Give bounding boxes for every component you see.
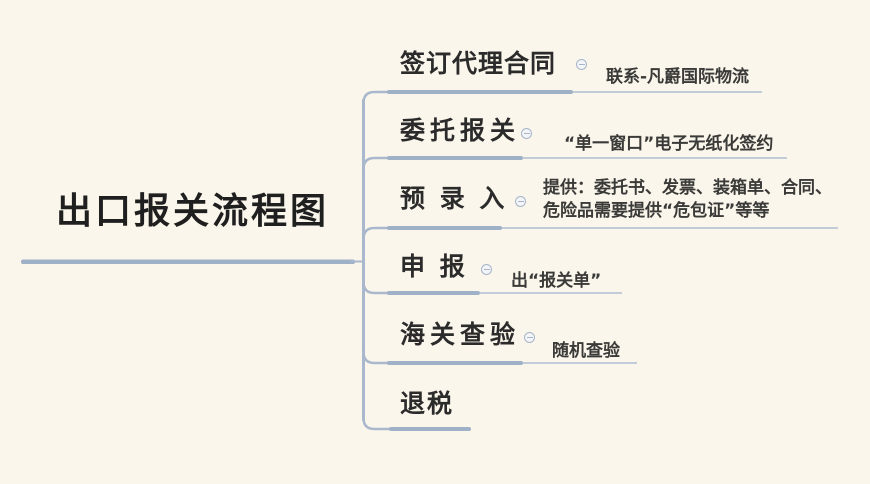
note-line: “单一窗口”电子无纸化签约	[564, 134, 774, 154]
elbow-branch-2	[362, 156, 390, 171]
branch-1-note-line	[573, 91, 762, 93]
branch-3-note-line	[502, 227, 838, 229]
collapse-minus-icon[interactable]	[521, 128, 532, 139]
branch-4-underline	[387, 291, 480, 295]
root-underline	[21, 259, 355, 264]
branch-topic-declare[interactable]: 申 报	[400, 252, 468, 281]
elbow-branch-3	[362, 226, 390, 241]
branch-2-underline	[387, 156, 523, 160]
elbow-branch-6	[362, 416, 392, 431]
branch-note[interactable]: “单一窗口”电子无纸化签约	[564, 133, 773, 156]
branch-3-underline	[387, 226, 502, 230]
collapse-minus-icon[interactable]	[576, 59, 587, 70]
note-line: 联系-凡爵国际物流	[606, 67, 750, 87]
branch-topic-tax-refund[interactable]: 退税	[400, 389, 455, 418]
collapse-minus-icon[interactable]	[524, 332, 535, 343]
branch-note[interactable]: 提供：委托书、发票、装箱单、合同、 危险品需要提供“危包证”等等	[543, 177, 832, 223]
branch-topic-sign-agency-contract[interactable]: 签订代理合同	[400, 49, 557, 78]
branch-topic-pre-entry[interactable]: 预 录 入	[400, 184, 508, 213]
branch-note[interactable]: 随机查验	[552, 340, 620, 363]
branch-5-underline	[387, 361, 523, 365]
branch-4-note-line	[480, 292, 622, 294]
branch-note[interactable]: 出“报关单”	[511, 270, 601, 293]
branch-topic-customs-inspection[interactable]: 海关查验	[400, 320, 521, 349]
branch-5-note-line	[523, 362, 637, 364]
collapse-minus-icon[interactable]	[481, 264, 492, 275]
branch-2-note-line	[523, 157, 787, 159]
branch-6-underline	[389, 427, 471, 431]
branch-1-underline	[387, 90, 573, 94]
note-line: 提供：委托书、发票、装箱单、合同、	[543, 178, 832, 198]
collapse-minus-icon[interactable]	[515, 196, 526, 207]
note-line: 危险品需要提供“危包证”等等	[543, 201, 770, 221]
elbow-branch-1	[362, 90, 390, 105]
root-topic[interactable]: 出口报关流程图	[56, 191, 330, 232]
elbow-branch-5	[362, 350, 390, 365]
branch-topic-entrust-declaration[interactable]: 委托报关	[400, 116, 521, 145]
elbow-branch-4	[362, 280, 390, 295]
branch-note[interactable]: 联系-凡爵国际物流	[606, 66, 749, 89]
note-line: 随机查验	[552, 341, 620, 361]
note-line: 出“报关单”	[511, 271, 602, 291]
